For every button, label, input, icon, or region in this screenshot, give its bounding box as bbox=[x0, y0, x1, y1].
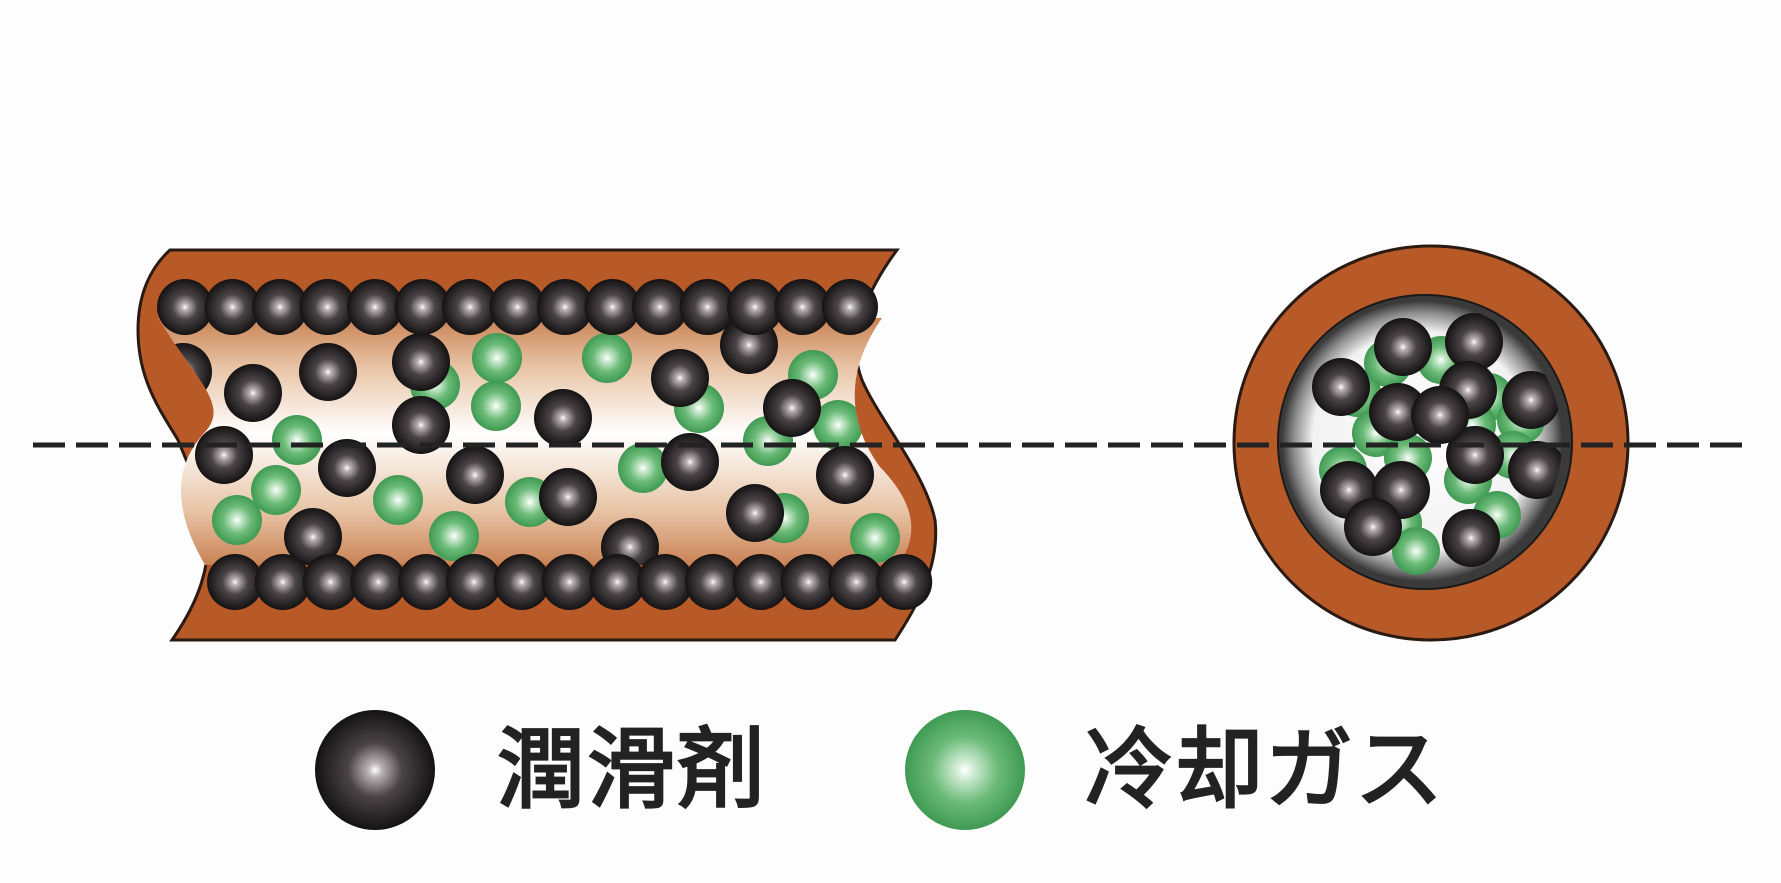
lubricant-particle bbox=[284, 508, 342, 565]
lubricant-particle bbox=[1446, 426, 1504, 484]
lubricant-layer-particle bbox=[252, 279, 308, 335]
lubricant-layer-particle bbox=[254, 554, 311, 610]
lubricant-particle bbox=[1445, 313, 1503, 371]
coolant-gas-particle bbox=[373, 475, 423, 525]
lubricant-particle bbox=[195, 426, 253, 484]
coolant-gas-particle bbox=[813, 400, 863, 450]
lubricant-layer-particle bbox=[589, 554, 646, 610]
lubricant-layer-particle bbox=[302, 554, 359, 610]
lubricant-layer-particle bbox=[446, 554, 502, 610]
lubricant-layer-particle bbox=[822, 279, 878, 335]
lubricant-particle bbox=[392, 333, 450, 391]
lubricant-particle bbox=[1369, 383, 1427, 441]
lubricant-particle bbox=[318, 439, 376, 497]
lubricant-layer-particle bbox=[489, 279, 546, 335]
coolant-gas-particle bbox=[251, 465, 301, 515]
lubricant-particle bbox=[763, 379, 821, 437]
lubricant-particle bbox=[534, 389, 592, 447]
coolant-gas-particle bbox=[429, 511, 479, 561]
lubricant-particle-icon bbox=[315, 710, 435, 830]
lubricant-particle bbox=[1411, 386, 1469, 444]
lubricant-particle bbox=[651, 349, 709, 407]
legend-item-lubricant: 潤滑剤 bbox=[313, 708, 767, 832]
lubricant-layer-particle bbox=[207, 554, 263, 610]
lubricant-particle bbox=[1344, 498, 1402, 556]
lubricant-layer-particle bbox=[774, 279, 831, 335]
lubricant-layer-particle bbox=[442, 279, 498, 335]
lubricant-layer-particle bbox=[347, 279, 403, 335]
cross-section-particles bbox=[1312, 313, 1562, 575]
coolant-gas-particle bbox=[618, 443, 668, 493]
lubricant-particle bbox=[392, 396, 450, 454]
coolant-gas-particle bbox=[1392, 527, 1440, 575]
lubricant-particle bbox=[1502, 371, 1560, 429]
lubricant-particle bbox=[299, 343, 357, 401]
lubricant-layer-particle bbox=[780, 554, 837, 610]
lubricant-particle bbox=[726, 484, 784, 542]
lubricant-layer-particle bbox=[204, 279, 261, 335]
lubricant-layer-particle bbox=[537, 279, 593, 335]
legend-label-lubricant: 潤滑剤 bbox=[497, 718, 768, 821]
lubricant-layer-particle bbox=[157, 279, 213, 335]
tube-wall-lubricant-layers bbox=[157, 279, 933, 610]
lubricant-particle bbox=[1312, 358, 1370, 416]
lubricant-layer-particle bbox=[299, 279, 356, 335]
lubricant-layer-particle bbox=[637, 554, 694, 610]
lubricant-particle bbox=[816, 446, 874, 504]
lubricant-layer-particle bbox=[394, 279, 451, 335]
lubricant-layer-particle bbox=[493, 554, 550, 610]
lubricant-particle bbox=[539, 468, 597, 526]
lubricant-layer-particle bbox=[828, 554, 885, 610]
tube-longitudinal-section bbox=[136, 248, 938, 642]
legend-item-coolant-gas: 冷却ガス bbox=[903, 708, 1445, 832]
lubricant-layer-particle bbox=[727, 279, 783, 335]
coolant-gas-particle bbox=[850, 513, 900, 563]
lubricant-layer-particle bbox=[679, 279, 736, 335]
lubricant-layer-particle bbox=[876, 554, 933, 610]
lubricant-layer-particle bbox=[632, 279, 688, 335]
lubricant-particle bbox=[1442, 509, 1500, 567]
lubricant-layer-particle bbox=[541, 554, 598, 610]
lubricant-particle bbox=[1374, 318, 1432, 376]
lubricant-layer-particle bbox=[584, 279, 641, 335]
legend-label-coolant-gas: 冷却ガス bbox=[1085, 718, 1446, 821]
coolant-gas-particle bbox=[272, 415, 322, 465]
lubricant-particle bbox=[446, 446, 504, 504]
tube-interior-particles bbox=[158, 318, 900, 565]
lubricant-layer-particle bbox=[732, 554, 789, 610]
coolant-gas-particle bbox=[471, 381, 521, 431]
lubricant-layer-particle bbox=[398, 554, 455, 610]
coolant-gas-particle-icon bbox=[905, 710, 1025, 830]
coolant-gas-particle bbox=[212, 495, 262, 545]
coolant-gas-particle bbox=[582, 333, 632, 383]
lubricant-particle bbox=[661, 433, 719, 491]
lubricant-particle bbox=[224, 364, 282, 422]
lubricant-layer-particle bbox=[350, 554, 407, 610]
lubricant-layer-particle bbox=[685, 554, 741, 610]
lubricant-particle bbox=[1508, 441, 1562, 499]
coolant-gas-particle bbox=[472, 333, 522, 383]
